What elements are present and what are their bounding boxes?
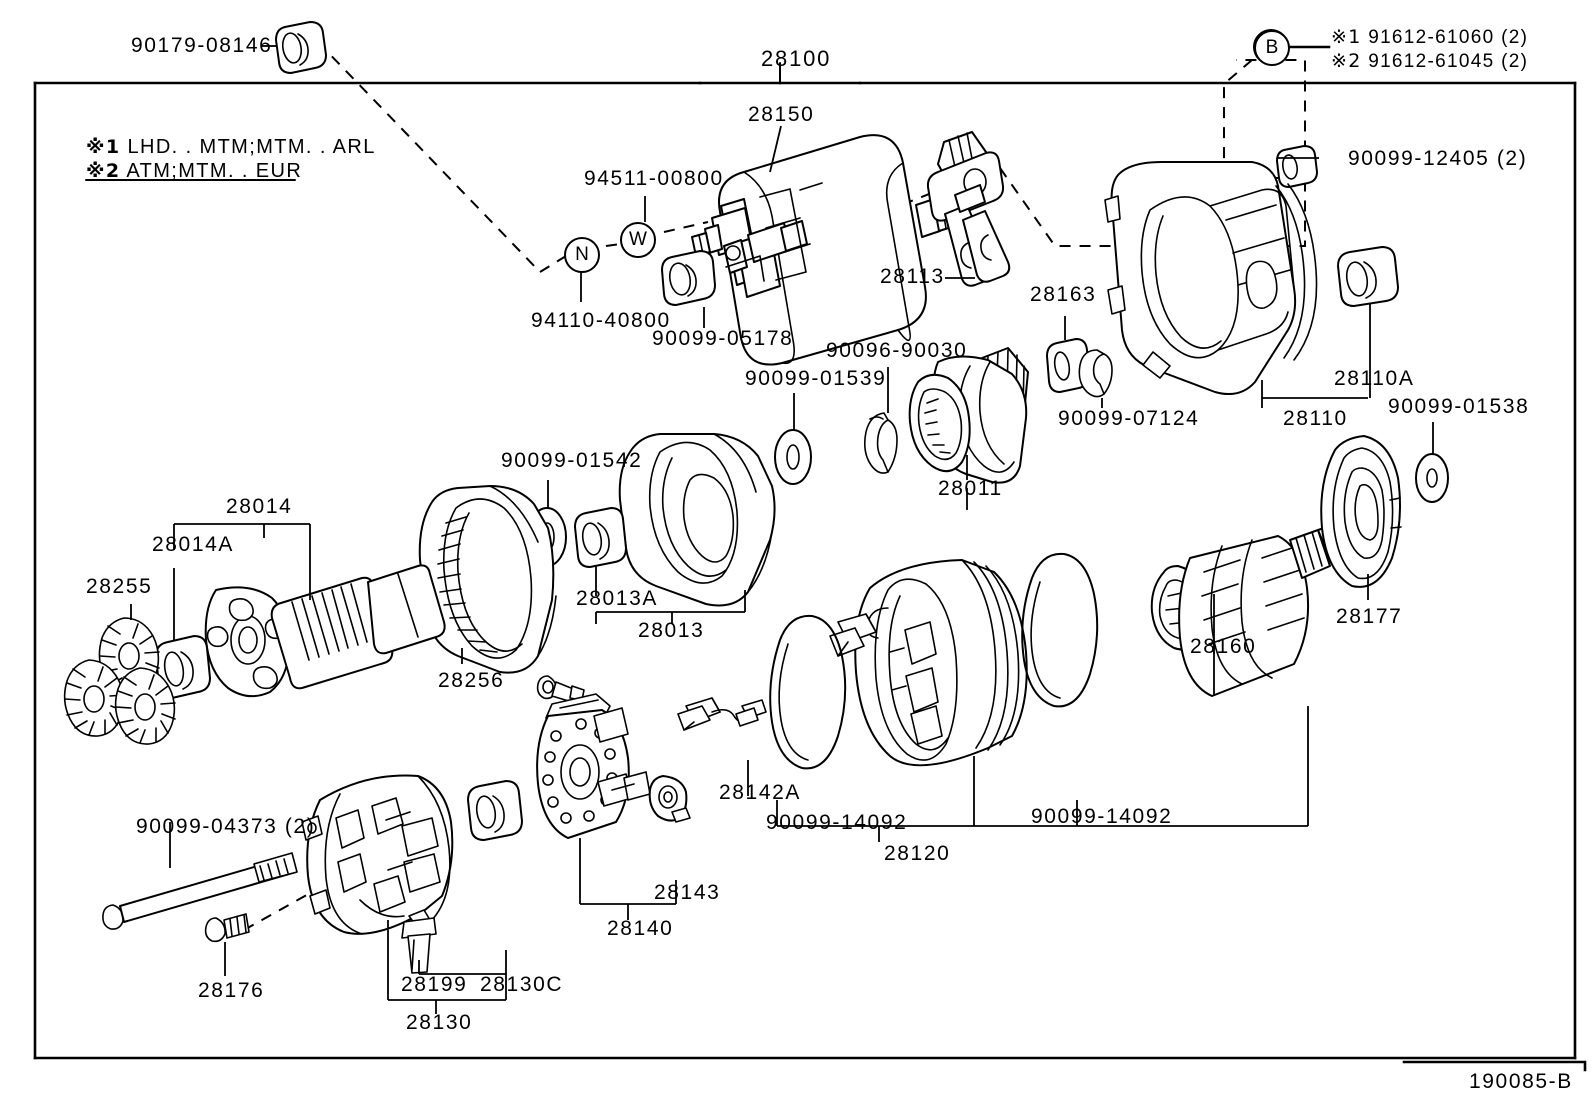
note-line-1: ※1 LHD. . MTM;MTM. . ARL xyxy=(86,134,376,161)
part-28140-brush-holder xyxy=(536,675,651,839)
callout-28140: 28140 xyxy=(607,917,674,940)
part-28176-screw xyxy=(204,913,250,943)
part-28130C-bush xyxy=(467,780,523,841)
part-90096-90030-snap-ring xyxy=(864,412,898,474)
part-90099-01539-washer xyxy=(774,429,812,485)
callout-90099-04373: 90099-04373 (2) xyxy=(136,815,316,838)
note-1-text: LHD. . MTM;MTM. . ARL xyxy=(127,136,376,158)
part-28143-bush xyxy=(648,775,691,823)
callout-28013: 28013 xyxy=(638,619,705,642)
callout-90099-14092-right: 90099-14092 xyxy=(1031,805,1173,828)
part-28113-shift-lever xyxy=(926,131,1011,287)
callout-94511-00800: 94511-00800 xyxy=(584,167,724,190)
callout-28130C: 28130C xyxy=(480,973,564,996)
marker-n: N xyxy=(564,237,600,273)
part-28142A-brush-lead xyxy=(677,697,767,731)
note-2-mark: ※2 xyxy=(86,160,121,182)
part-28013-housing xyxy=(618,433,776,607)
leader-lines xyxy=(130,45,1434,1014)
callout-90096-90030: 90096-90030 xyxy=(826,339,968,362)
callout-90099-01538: 90099-01538 xyxy=(1388,395,1530,418)
part-28255-planetary-gears xyxy=(63,617,176,745)
callout-28113: 28113 xyxy=(880,265,945,288)
callout-90099-05178: 90099-05178 xyxy=(652,327,794,350)
note-1-mark: ※1 xyxy=(86,136,121,158)
callout-28255: 28255 xyxy=(86,575,153,598)
part-28011-clutch xyxy=(908,347,1029,484)
part-90179-08146-bush xyxy=(275,21,327,74)
callout-90099-07124: 90099-07124 xyxy=(1058,407,1200,430)
callout-28199: 28199 xyxy=(401,973,468,996)
callout-28150: 28150 xyxy=(748,103,815,126)
part-28130-end-frame xyxy=(301,774,454,935)
callout-90099-01539: 90099-01539 xyxy=(745,367,887,390)
callout-28142A: 28142A xyxy=(719,781,802,804)
callout-90099-12405: 90099-12405 (2) xyxy=(1348,147,1528,170)
callout-28110A: 28110A xyxy=(1334,367,1415,390)
part-90099-05178-bush xyxy=(661,250,716,306)
part-28199-brush-spring-cap xyxy=(401,909,437,974)
part-90099-12405-bush xyxy=(1276,145,1318,188)
part-28177-washer xyxy=(1320,435,1402,588)
legend-row-2: ※2 91612-61045 (2) xyxy=(1331,50,1529,72)
legend-2-mark: ※2 xyxy=(1331,50,1362,72)
callout-28256: 28256 xyxy=(438,669,505,692)
note-line-2: ※2 ATM;MTM. . EUR xyxy=(86,158,302,185)
callout-90099-14092-left: 90099-14092 xyxy=(766,811,908,834)
callout-28014A: 28014A xyxy=(152,533,235,556)
callout-94110-40800: 94110-40800 xyxy=(531,309,671,332)
legend-circle-b: B xyxy=(1254,30,1290,66)
note-2-text: ATM;MTM. . EUR xyxy=(126,160,303,182)
page-title: 28100 xyxy=(761,46,832,71)
callout-28163: 28163 xyxy=(1030,283,1097,306)
callout-28120: 28120 xyxy=(884,842,951,865)
footer-code: 190085-B xyxy=(1469,1070,1573,1093)
part-90099-07124-snap-ring xyxy=(1078,349,1113,398)
callout-28011: 28011 xyxy=(938,477,1003,500)
part-28110-drive-housing xyxy=(1104,161,1318,395)
legend-1-mark: ※1 xyxy=(1331,26,1362,48)
callout-28013A: 28013A xyxy=(576,587,659,610)
callout-28160: 28160 xyxy=(1190,635,1257,658)
part-90099-01538-washer xyxy=(1415,453,1449,503)
part-28013A-bush xyxy=(574,507,627,568)
callout-28176: 28176 xyxy=(198,979,265,1002)
marker-w: W xyxy=(620,222,656,258)
callout-28143: 28143 xyxy=(654,881,721,904)
callout-90099-01542: 90099-01542 xyxy=(501,449,643,472)
part-28110A-bush xyxy=(1337,246,1399,307)
legend-2-part: 91612-61045 (2) xyxy=(1368,51,1529,72)
legend-1-part: 91612-61060 (2) xyxy=(1368,27,1529,48)
callout-28130: 28130 xyxy=(406,1011,473,1034)
callout-28177: 28177 xyxy=(1336,605,1403,628)
callout-90179-08146: 90179-08146 xyxy=(131,34,273,57)
part-28014-shaft xyxy=(204,564,446,698)
legend-row-1: ※1 91612-61060 (2) xyxy=(1331,26,1529,48)
part-28014A-bush xyxy=(155,635,211,699)
callout-28014: 28014 xyxy=(226,495,293,518)
callout-28110: 28110 xyxy=(1283,407,1348,430)
part-28120-field-frame xyxy=(829,559,1028,767)
part-90099-14092-oring-right xyxy=(1021,552,1099,708)
part-28256-internal-gear xyxy=(418,485,557,674)
part-90099-14092-oring-left xyxy=(769,614,847,770)
diagram-frame xyxy=(33,62,1577,1060)
part-90099-04373-bolt xyxy=(102,852,298,930)
part-28163-bush xyxy=(1046,338,1090,393)
